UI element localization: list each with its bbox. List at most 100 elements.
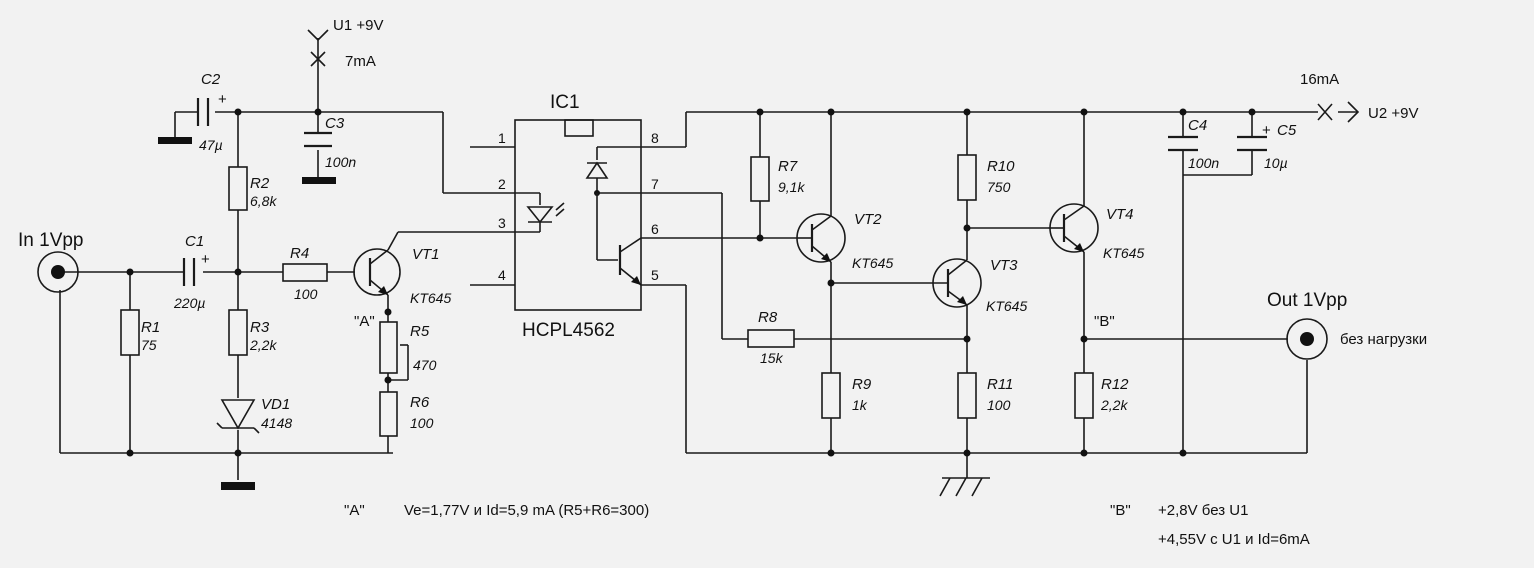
r9-ref: R9 xyxy=(852,376,872,393)
vt2-ref: VT2 xyxy=(854,211,882,228)
resistor-r12 xyxy=(1074,372,1094,419)
vt4-ref: VT4 xyxy=(1106,206,1134,223)
c2-value: 47µ xyxy=(199,137,223,153)
u1-supply-symbol xyxy=(307,29,329,67)
note-b-line1: +2,8V без U1 xyxy=(1158,502,1248,519)
resistor-r11 xyxy=(957,372,977,419)
c5-ref: C5 xyxy=(1277,122,1297,139)
ic-pin-8: 8 xyxy=(651,130,659,146)
r3-ref: R3 xyxy=(250,319,270,336)
ic-pin-6: 6 xyxy=(651,221,659,237)
r6-ref: R6 xyxy=(410,394,430,411)
point-b-label: "B" xyxy=(1094,313,1115,330)
capacitor-c3 xyxy=(304,131,332,148)
r5-ref: R5 xyxy=(410,323,430,340)
r7-ref: R7 xyxy=(778,158,798,175)
vt3-value: KT645 xyxy=(986,298,1027,314)
r8-ref: R8 xyxy=(758,309,778,326)
diode-vd1 xyxy=(216,399,260,434)
ic1-ref-label: IC1 xyxy=(550,92,580,113)
ic-pin-5: 5 xyxy=(651,267,659,283)
u2-supply-label: U2 +9V xyxy=(1368,105,1418,122)
r7-value: 9,1k xyxy=(778,179,805,195)
r6-value: 100 xyxy=(410,415,434,431)
c4-value: 100n xyxy=(1188,155,1219,171)
resistor-r6 xyxy=(379,391,398,437)
resistor-r9 xyxy=(821,372,841,419)
ic-pin-2: 2 xyxy=(498,176,506,192)
transistor-vt1 xyxy=(353,248,401,296)
c2-ref: C2 xyxy=(201,71,221,88)
vt1-value: KT645 xyxy=(410,290,451,306)
c5-value: 10µ xyxy=(1264,155,1288,171)
u2-current-label: 16mA xyxy=(1300,71,1339,88)
note-a-label: "A" xyxy=(344,502,365,519)
capacitor-c1 xyxy=(182,258,196,286)
c1-plus: + xyxy=(201,251,210,268)
capacitor-c4 xyxy=(1168,135,1198,152)
vt4-value: KT645 xyxy=(1103,245,1144,261)
capacitor-c5 xyxy=(1237,135,1267,152)
r1-value: 75 xyxy=(141,337,157,353)
c2-plus: + xyxy=(218,91,227,108)
ic-pin-7: 7 xyxy=(651,176,659,192)
u2-supply-symbol xyxy=(1317,101,1360,123)
r4-ref: R4 xyxy=(290,245,309,262)
transistor-vt3 xyxy=(930,258,982,308)
output-label: Out 1Vpp xyxy=(1267,290,1347,311)
vt2-value: KT645 xyxy=(852,255,893,271)
note-b-label: "B" xyxy=(1110,502,1131,519)
c4-ref: C4 xyxy=(1188,117,1207,134)
resistor-r5 xyxy=(379,321,398,374)
r8-value: 15k xyxy=(760,350,784,366)
ground-bar-c3 xyxy=(302,177,336,184)
ground-bar-main xyxy=(221,482,255,490)
u1-current-label: 7mA xyxy=(345,53,376,70)
r2-ref: R2 xyxy=(250,175,270,192)
transistor-vt4 xyxy=(1048,203,1099,253)
c3-ref: C3 xyxy=(325,115,345,132)
chassis-ground-symbol xyxy=(939,477,990,497)
resistor-r7 xyxy=(750,156,770,202)
output-connector xyxy=(1286,318,1328,360)
point-a-label: "A" xyxy=(354,313,375,330)
resistor-r2 xyxy=(228,166,248,211)
c3-value: 100n xyxy=(325,154,356,170)
vd1-ref: VD1 xyxy=(261,396,290,413)
ic1-part-label: HCPL4562 xyxy=(522,320,615,341)
ic-pin-4: 4 xyxy=(498,267,506,283)
c1-value: 220µ xyxy=(173,295,205,311)
resistor-r8 xyxy=(747,329,795,348)
c1-ref: C1 xyxy=(185,233,204,250)
ic1-optocoupler xyxy=(514,119,686,311)
r4-value: 100 xyxy=(294,286,318,302)
capacitor-c2 xyxy=(196,98,210,126)
vt3-ref: VT3 xyxy=(990,257,1018,274)
resistor-r3 xyxy=(228,309,248,356)
r10-value: 750 xyxy=(987,179,1011,195)
transistor-vt2 xyxy=(796,213,846,263)
note-a-text: Ve=1,77V и Id=5,9 mA (R5+R6=300) xyxy=(404,502,649,519)
wires-left xyxy=(59,38,515,480)
r5-value: 470 xyxy=(413,357,437,373)
ic-pin-3: 3 xyxy=(498,215,506,231)
r10-ref: R10 xyxy=(987,158,1015,175)
r11-ref: R11 xyxy=(987,376,1013,393)
resistor-r4 xyxy=(282,263,328,282)
output-note: без нагрузки xyxy=(1340,331,1427,348)
input-connector xyxy=(37,251,79,293)
r11-value: 100 xyxy=(987,397,1011,413)
r1-ref: R1 xyxy=(141,319,160,336)
r9-value: 1k xyxy=(852,397,868,413)
vt1-ref: VT1 xyxy=(412,246,440,263)
junction-dots xyxy=(126,108,1256,457)
resistor-r10 xyxy=(957,154,977,201)
r3-value: 2,2k xyxy=(249,337,277,353)
r12-ref: R12 xyxy=(1101,376,1129,393)
c5-plus: + xyxy=(1262,122,1271,139)
input-label: In 1Vpp xyxy=(18,230,84,251)
ic-pin-1: 1 xyxy=(498,130,506,146)
note-b-line2: +4,55V с U1 и Id=6mA xyxy=(1158,531,1310,548)
